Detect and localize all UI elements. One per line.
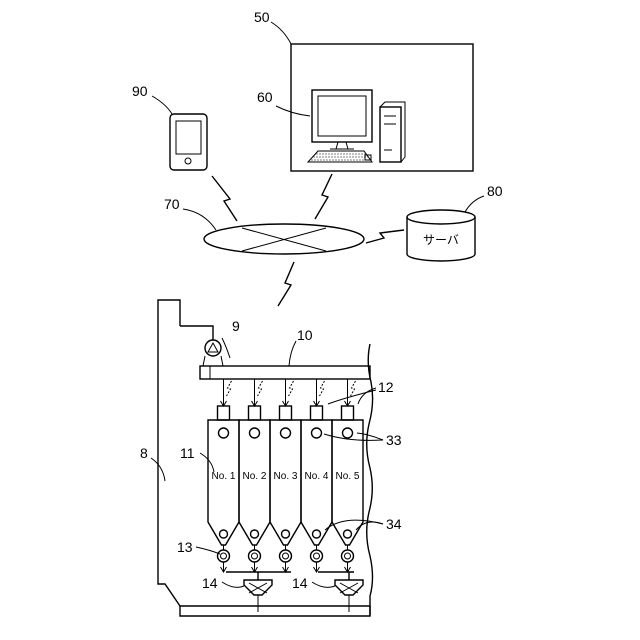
pc-tower <box>380 107 401 162</box>
pipe-to-pump <box>180 326 213 340</box>
server-label: サーバ <box>423 233 459 247</box>
pump-triangle <box>208 343 218 352</box>
wireless-link-office <box>315 174 332 219</box>
leader-90 <box>152 96 172 114</box>
wireless-link-plant <box>278 262 294 306</box>
ref-34: 34 <box>386 516 402 532</box>
header-pipe <box>200 366 370 379</box>
ref-33: 33 <box>386 432 402 448</box>
silo-label-3: No. 3 <box>274 471 298 482</box>
sensor-signal-3 <box>289 381 294 396</box>
computer <box>308 90 405 162</box>
ref-11: 11 <box>180 445 195 461</box>
lower-sensor-34-4 <box>313 530 321 538</box>
leader-60 <box>276 106 310 116</box>
keyboard <box>308 151 372 162</box>
level-sensor-33-2 <box>250 428 260 438</box>
ref-8: 8 <box>140 445 148 461</box>
hopper-right-x <box>340 583 358 593</box>
silo-label-4: No. 4 <box>305 471 329 482</box>
hopper-right <box>335 580 363 612</box>
ref-70: 70 <box>164 196 180 212</box>
ref-60: 60 <box>257 89 273 105</box>
keyboard-keys <box>311 154 370 160</box>
monitor-stand <box>330 142 354 149</box>
silo-4 <box>301 420 332 545</box>
network-cross <box>242 228 326 251</box>
leader-9 <box>222 338 230 358</box>
pc-tower-bays <box>384 116 396 150</box>
leader-11 <box>200 453 214 472</box>
sensor-signal-5 <box>351 381 356 396</box>
leader-12b <box>328 390 376 404</box>
sensor-signal-2 <box>258 381 263 396</box>
leader-13 <box>196 547 220 554</box>
sensor-12-3 <box>280 406 292 420</box>
ref-10: 10 <box>297 327 313 343</box>
header-pipe-flange <box>200 366 210 379</box>
ref-13: 13 <box>177 539 193 555</box>
lower-sensor-34-3 <box>282 530 290 538</box>
leader-70 <box>183 209 216 230</box>
silo-3 <box>270 420 301 545</box>
wireless-link-server <box>366 230 404 243</box>
building-left-wall <box>158 300 180 606</box>
leader-80 <box>465 196 484 212</box>
hopper-left <box>244 580 272 612</box>
leader-33 <box>357 433 383 440</box>
wireless-link-phone <box>212 176 237 221</box>
leader-14a <box>222 582 244 587</box>
leader-14b <box>312 582 335 587</box>
monitor-screen <box>318 96 366 136</box>
building-break-line <box>367 344 373 616</box>
level-sensor-33-4 <box>312 428 322 438</box>
silo-label-1: No. 1 <box>212 471 236 482</box>
ref-80: 80 <box>487 183 503 199</box>
ref-14b: 14 <box>292 575 308 591</box>
smartphone-button <box>185 158 191 164</box>
sensor-12-2 <box>249 406 261 420</box>
sensor-signal-1 <box>227 381 232 396</box>
leader-50 <box>271 22 291 44</box>
leader-10 <box>289 341 296 366</box>
smartphone-screen <box>176 121 201 154</box>
sensor-12-1 <box>218 406 230 420</box>
rotary-valve-13-2 <box>249 550 261 562</box>
level-sensor-33-5 <box>343 428 353 438</box>
hopper-left-x <box>249 583 267 593</box>
lower-sensor-34-1 <box>220 530 228 538</box>
level-sensor-33-3 <box>281 428 291 438</box>
rotary-valve-13-3 <box>280 550 292 562</box>
level-sensor-33-1 <box>219 428 229 438</box>
pump-base <box>201 356 225 366</box>
server-top <box>407 210 475 224</box>
rotary-valve-core-4 <box>314 553 320 559</box>
sensor-12-4 <box>311 406 323 420</box>
lower-sensor-34-2 <box>251 530 259 538</box>
rotary-valve-core-1 <box>221 553 227 559</box>
silo-label-5: No. 5 <box>336 471 360 482</box>
rotary-valve-core-5 <box>345 553 351 559</box>
building-floor <box>180 606 370 616</box>
lower-sensor-34-5 <box>344 530 352 538</box>
ref-14a: 14 <box>202 575 218 591</box>
ref-9: 9 <box>232 318 240 334</box>
rotary-valve-13-4 <box>311 550 323 562</box>
sensor-12-5 <box>342 406 354 420</box>
monitor <box>312 90 372 142</box>
silo-1 <box>208 420 239 545</box>
rotary-valve-13-5 <box>342 550 354 562</box>
silo-2 <box>239 420 270 545</box>
ref-50: 50 <box>254 9 270 25</box>
rotary-valve-core-3 <box>283 553 289 559</box>
sensor-signal-4 <box>320 381 325 396</box>
rotary-valve-core-2 <box>252 553 258 559</box>
ref-90: 90 <box>132 83 148 99</box>
ref-12: 12 <box>378 379 394 395</box>
silo-group: No. 1 No. 2 No. 3 No. 4 No. 5 <box>208 379 363 572</box>
silo-label-2: No. 2 <box>243 471 267 482</box>
rotary-valve-13-1 <box>218 550 230 562</box>
